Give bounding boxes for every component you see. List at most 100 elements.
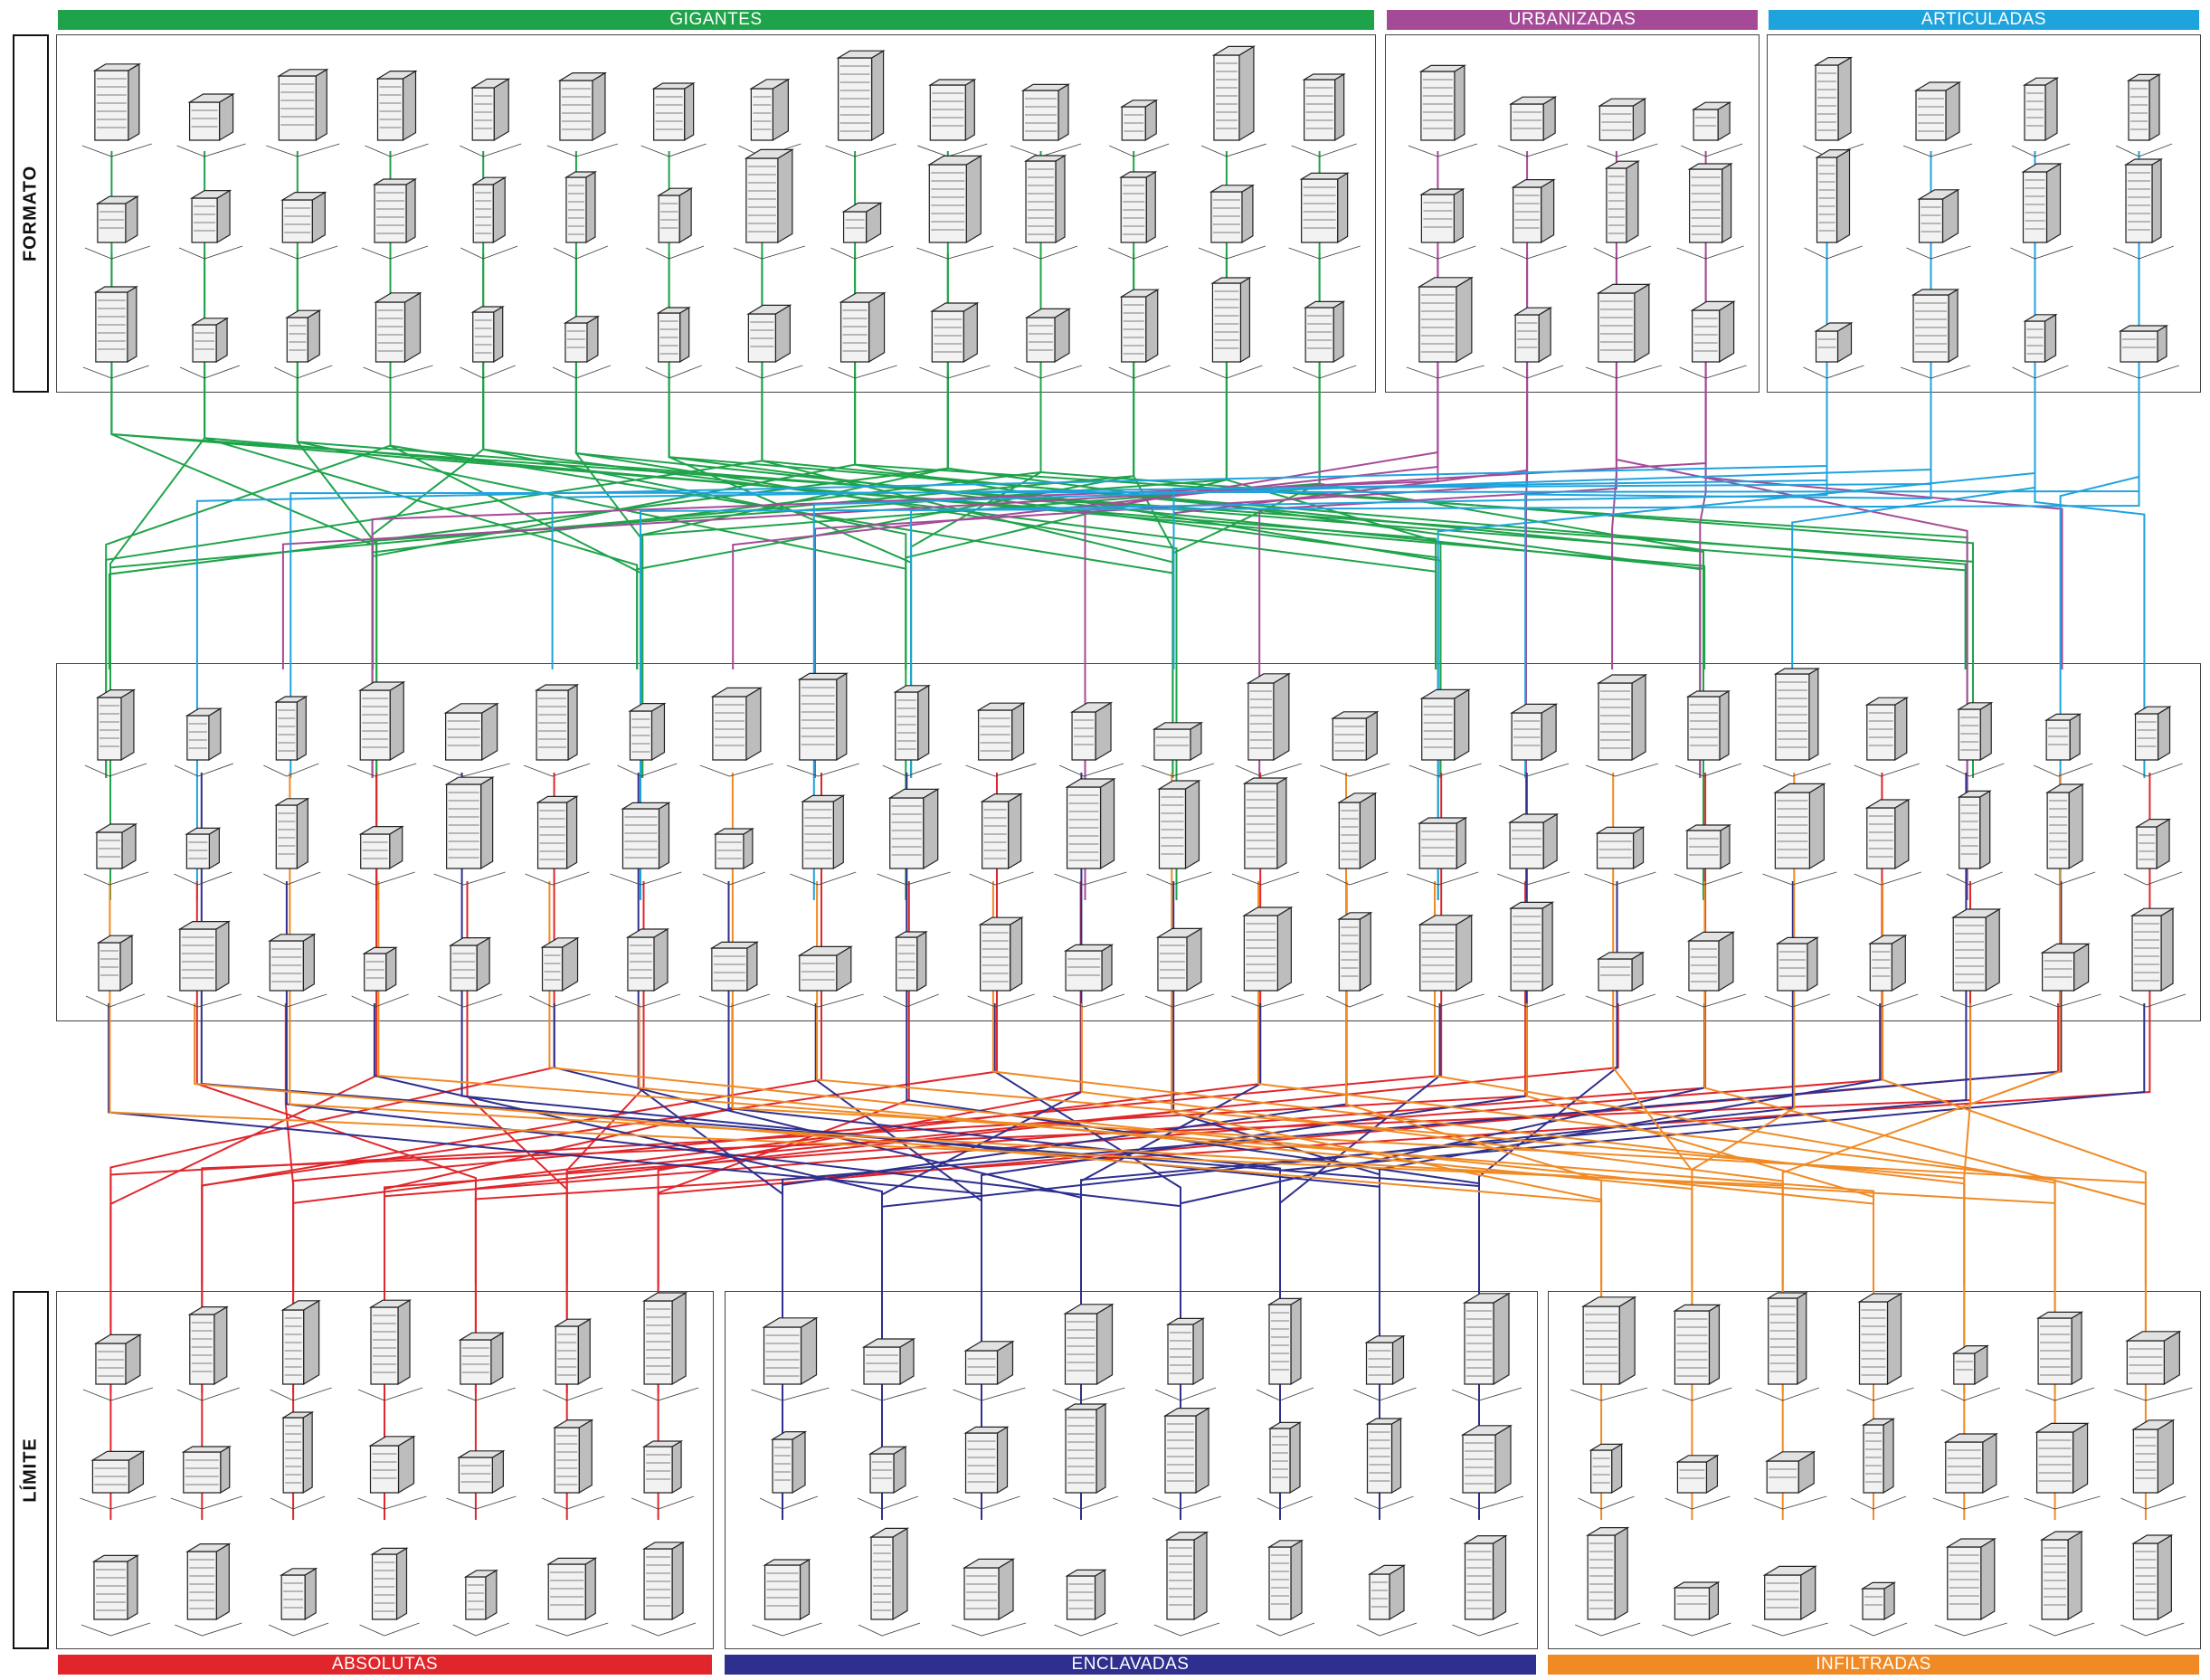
isometric-building-icon bbox=[270, 191, 338, 260]
band-absolutas: ABSOLUTAS bbox=[58, 1655, 712, 1675]
isometric-building-icon bbox=[1676, 162, 1744, 260]
isometric-building-icon bbox=[1292, 300, 1357, 379]
isometric-building-icon bbox=[176, 92, 246, 157]
isometric-building-icon bbox=[702, 827, 766, 886]
isometric-building-icon bbox=[850, 1337, 927, 1401]
isometric-building-icon bbox=[1198, 184, 1266, 260]
connector-line bbox=[1171, 773, 1603, 1520]
isometric-building-icon bbox=[1449, 1424, 1524, 1510]
isometric-building-icon bbox=[1849, 1581, 1908, 1637]
isometric-building-icon bbox=[1200, 45, 1267, 157]
isometric-building-icon bbox=[965, 702, 1037, 777]
isometric-building-icon bbox=[631, 1541, 697, 1637]
isometric-building-icon bbox=[1662, 1304, 1732, 1401]
isometric-building-icon bbox=[1326, 911, 1384, 1008]
isometric-building-icon bbox=[953, 1340, 1026, 1401]
isometric-building-icon bbox=[2011, 77, 2071, 157]
isometric-building-icon bbox=[1674, 689, 1742, 777]
isometric-building-icon bbox=[1751, 1565, 1828, 1637]
isometric-building-icon bbox=[437, 936, 503, 1008]
connector-line bbox=[108, 253, 949, 669]
isometric-building-icon bbox=[1804, 148, 1863, 260]
connector-line bbox=[636, 253, 1135, 669]
isometric-building-icon bbox=[82, 285, 150, 379]
connector-line bbox=[195, 151, 1828, 900]
connector-line bbox=[195, 881, 477, 1285]
isometric-building-icon bbox=[1108, 289, 1171, 379]
isometric-building-icon bbox=[433, 776, 506, 886]
connector-line bbox=[910, 373, 1828, 778]
isometric-building-icon bbox=[1570, 1296, 1648, 1401]
isometric-building-icon bbox=[2024, 1422, 2101, 1510]
isometric-building-icon bbox=[523, 683, 591, 777]
connector-line bbox=[1279, 1003, 2146, 1520]
isometric-building-icon bbox=[917, 78, 988, 157]
isometric-building-icon bbox=[1235, 672, 1303, 777]
isometric-building-icon bbox=[1353, 1334, 1417, 1401]
isometric-building-icon bbox=[542, 1419, 605, 1510]
isometric-building-icon bbox=[359, 1547, 420, 1637]
isometric-building-icon bbox=[1407, 914, 1484, 1008]
isometric-building-icon bbox=[1231, 906, 1304, 1008]
isometric-building-icon bbox=[1803, 321, 1864, 379]
band-urbanizadas: URBANIZADAS bbox=[1387, 10, 1758, 30]
isometric-building-icon bbox=[178, 189, 243, 260]
connector-line bbox=[109, 373, 1135, 900]
isometric-building-icon bbox=[1802, 56, 1864, 157]
isometric-building-icon bbox=[645, 306, 702, 379]
connector-line bbox=[384, 773, 1883, 1285]
panel-enclavadas bbox=[725, 1291, 1538, 1649]
connector-line bbox=[668, 373, 913, 778]
connector-line bbox=[657, 881, 910, 1520]
isometric-building-icon bbox=[357, 1299, 423, 1401]
isometric-building-icon bbox=[1141, 721, 1215, 777]
isometric-building-icon bbox=[2115, 73, 2173, 157]
isometric-building-icon bbox=[347, 825, 415, 886]
isometric-building-icon bbox=[432, 702, 510, 777]
band-enclavadas: ENCLAVADAS bbox=[725, 1655, 1536, 1675]
isometric-building-icon bbox=[1755, 1291, 1819, 1401]
isometric-building-icon bbox=[1850, 1418, 1907, 1510]
isometric-building-icon bbox=[1762, 783, 1837, 886]
isometric-building-icon bbox=[2012, 313, 2069, 379]
isometric-building-icon bbox=[1291, 72, 1357, 157]
isometric-building-icon bbox=[951, 1558, 1027, 1637]
isometric-building-icon bbox=[1680, 101, 1743, 157]
isometric-building-icon bbox=[1585, 673, 1659, 777]
panel-urbanizadas bbox=[1385, 34, 1759, 393]
isometric-building-icon bbox=[645, 187, 705, 260]
connector-line bbox=[2034, 373, 2146, 778]
isometric-building-icon bbox=[1584, 826, 1656, 886]
isometric-building-icon bbox=[1054, 1569, 1118, 1637]
isometric-building-icon bbox=[1152, 1407, 1222, 1510]
isometric-building-icon bbox=[263, 797, 321, 886]
isometric-building-icon bbox=[274, 309, 333, 379]
isometric-building-icon bbox=[452, 1569, 510, 1637]
isometric-building-icon bbox=[2112, 157, 2175, 260]
connector-line bbox=[946, 373, 1702, 778]
isometric-building-icon bbox=[610, 802, 682, 886]
isometric-building-icon bbox=[81, 62, 152, 157]
isometric-building-icon bbox=[1593, 160, 1652, 260]
isometric-building-icon bbox=[263, 695, 319, 777]
connector-line bbox=[1172, 253, 1932, 669]
isometric-building-icon bbox=[1934, 1537, 2007, 1637]
isometric-building-icon bbox=[1012, 154, 1078, 260]
connector-line bbox=[105, 373, 392, 778]
isometric-building-icon bbox=[1932, 1432, 2009, 1510]
isometric-building-icon bbox=[460, 78, 522, 157]
connector-line bbox=[761, 373, 1174, 778]
isometric-building-icon bbox=[1902, 81, 1973, 157]
isometric-building-icon bbox=[266, 68, 340, 157]
connector-line bbox=[1524, 373, 1932, 778]
isometric-building-icon bbox=[1144, 927, 1215, 1008]
isometric-building-icon bbox=[1109, 99, 1170, 157]
isometric-building-icon bbox=[1452, 1534, 1519, 1637]
isometric-building-icon bbox=[751, 1316, 830, 1401]
connector-line bbox=[371, 373, 1439, 778]
isometric-building-icon bbox=[1256, 1539, 1315, 1637]
isometric-building-icon bbox=[2107, 324, 2180, 379]
isometric-building-icon bbox=[1587, 98, 1658, 157]
isometric-building-icon bbox=[735, 304, 803, 379]
